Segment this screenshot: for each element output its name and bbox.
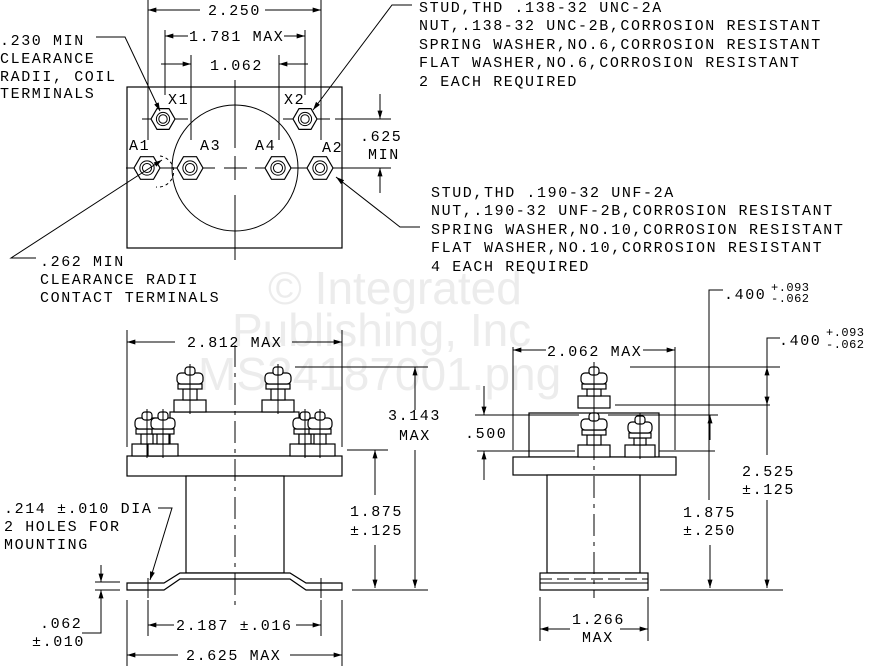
mounting-holes-line-3: MOUNTING: [4, 537, 89, 554]
dim-3143: 3.143: [388, 408, 441, 425]
dim-400-b: .400: [779, 333, 821, 350]
stud-icon: [300, 114, 310, 124]
dim-625: .625: [360, 129, 402, 146]
stud-icon: [314, 162, 326, 174]
contact-clearance-line-2: CLEARANCE RADII: [40, 272, 199, 289]
coil-hardware-note: STUD,THD .138-32 UNC-2A NUT,.138-32 UNC-…: [419, 0, 822, 91]
mounting-holes-line-2: 2 HOLES FOR: [4, 519, 121, 536]
dim-400-b-plus: +.093: [826, 326, 865, 340]
dim-1875: 1.875: [350, 504, 403, 521]
dim-3143-max: MAX: [399, 428, 431, 445]
dim-2250: 2.250: [208, 3, 261, 20]
mounting-holes-line-1: .214 ±.010 DIA: [4, 501, 152, 518]
front-studs: [131, 364, 336, 458]
note-line: SPRING WASHER,NO.6,CORROSION RESISTANT: [419, 37, 822, 54]
terminal-label-x2: X2: [284, 92, 305, 109]
coil-clearance-line-3: RADII, COIL: [0, 69, 117, 86]
terminal-label-a2: A2: [322, 140, 343, 157]
watermark-line-1: © Integrated: [268, 262, 522, 314]
note-line: SPRING WASHER,NO.10,CORROSION RESISTANT: [431, 222, 844, 239]
washer-icon: [155, 111, 171, 127]
dim-1875-tol: ±.125: [350, 523, 403, 540]
stud-icon: [184, 162, 196, 174]
dim-1875-side: 1.875: [683, 505, 736, 522]
watermark: © Integrated Publishing, Inc MS24187001.…: [198, 262, 561, 400]
dim-400-a-minus: -.062: [771, 292, 810, 306]
dim-1062: 1.062: [210, 58, 263, 75]
washer-icon: [312, 160, 328, 176]
dim-2062-max: 2.062 MAX: [547, 344, 642, 361]
note-line: 2 EACH REQUIRED: [419, 74, 578, 91]
watermark-line-3: MS24187001.png: [198, 348, 561, 400]
washer-icon: [297, 111, 313, 127]
dim-2525: 2.525: [742, 464, 795, 481]
dim-2812-max: 2.812 MAX: [187, 335, 282, 352]
dim-500: .500: [465, 426, 507, 443]
dim-400-a: .400: [724, 287, 766, 304]
dim-062: .062: [40, 616, 82, 633]
terminal-label-a3: A3: [200, 138, 221, 155]
note-line: STUD,THD .190-32 UNF-2A: [431, 185, 675, 202]
coil-clearance-line-4: TERMINALS: [0, 86, 95, 103]
top-view: X1 X2 A1 A3 A4 A2 2.250 1.781 MAX 1.062 …: [0, 0, 420, 307]
dim-1266-max: MAX: [582, 630, 614, 647]
hex-nut-icon: [306, 156, 334, 180]
note-line: NUT,.190-32 UNF-2B,CORROSION RESISTANT: [431, 203, 834, 220]
hex-nut-icon: [176, 156, 204, 180]
washer-icon: [182, 160, 198, 176]
stud-icon: [272, 162, 284, 174]
note-line: FLAT WASHER,NO.6,CORROSION RESISTANT: [419, 55, 801, 72]
dim-2187: 2.187 ±.016: [176, 618, 293, 635]
dim-1875-side-tol: ±.250: [683, 523, 736, 540]
dim-400-a-plus: +.093: [771, 281, 810, 295]
dim-062-tol: ±.010: [32, 634, 85, 651]
coil-clearance-line-2: CLEARANCE: [0, 51, 95, 68]
dim-1781-max: 1.781 MAX: [189, 29, 284, 46]
note-line: FLAT WASHER,NO.10,CORROSION RESISTANT: [431, 240, 823, 257]
side-view: 2.062 MAX .500 1.875 ±.250 2.525 ±.125 .…: [465, 281, 865, 647]
dim-1266: 1.266: [572, 612, 625, 629]
contact-clearance-line-3: CONTACT TERMINALS: [40, 290, 220, 307]
watermark-line-2: Publishing, Inc: [232, 304, 531, 356]
terminal-label-a4: A4: [255, 138, 276, 155]
terminal-nuts: [133, 107, 334, 180]
stud-icon: [141, 162, 153, 174]
coil-clearance-line-1: .230 MIN: [0, 33, 85, 50]
dim-625-min: MIN: [368, 147, 400, 164]
contact-hardware-note: STUD,THD .190-32 UNF-2A NUT,.190-32 UNF-…: [431, 185, 844, 276]
note-line: 4 EACH REQUIRED: [431, 259, 590, 276]
washer-icon: [270, 160, 286, 176]
hex-nut-icon: [150, 107, 176, 130]
dim-400-b-minus: -.062: [826, 338, 865, 352]
terminal-label-x1: X1: [168, 92, 189, 109]
hex-nut-icon: [264, 156, 292, 180]
front-view: 2.812 MAX 3.143 MAX 1.875 ±.125 .214 ±.0…: [4, 330, 441, 666]
terminal-label-a1: A1: [129, 138, 150, 155]
dim-2525-tol: ±.125: [742, 482, 795, 499]
dim-2625-max: 2.625 MAX: [186, 648, 281, 665]
hex-nut-icon: [292, 107, 318, 130]
washer-icon: [139, 160, 155, 176]
note-line: NUT,.138-32 UNC-2B,CORROSION RESISTANT: [419, 18, 822, 35]
mounting-plate: [126, 572, 343, 591]
note-line: STUD,THD .138-32 UNC-2A: [419, 0, 663, 17]
stud-icon: [158, 114, 168, 124]
contact-clearance-line-1: .262 MIN: [40, 254, 125, 271]
